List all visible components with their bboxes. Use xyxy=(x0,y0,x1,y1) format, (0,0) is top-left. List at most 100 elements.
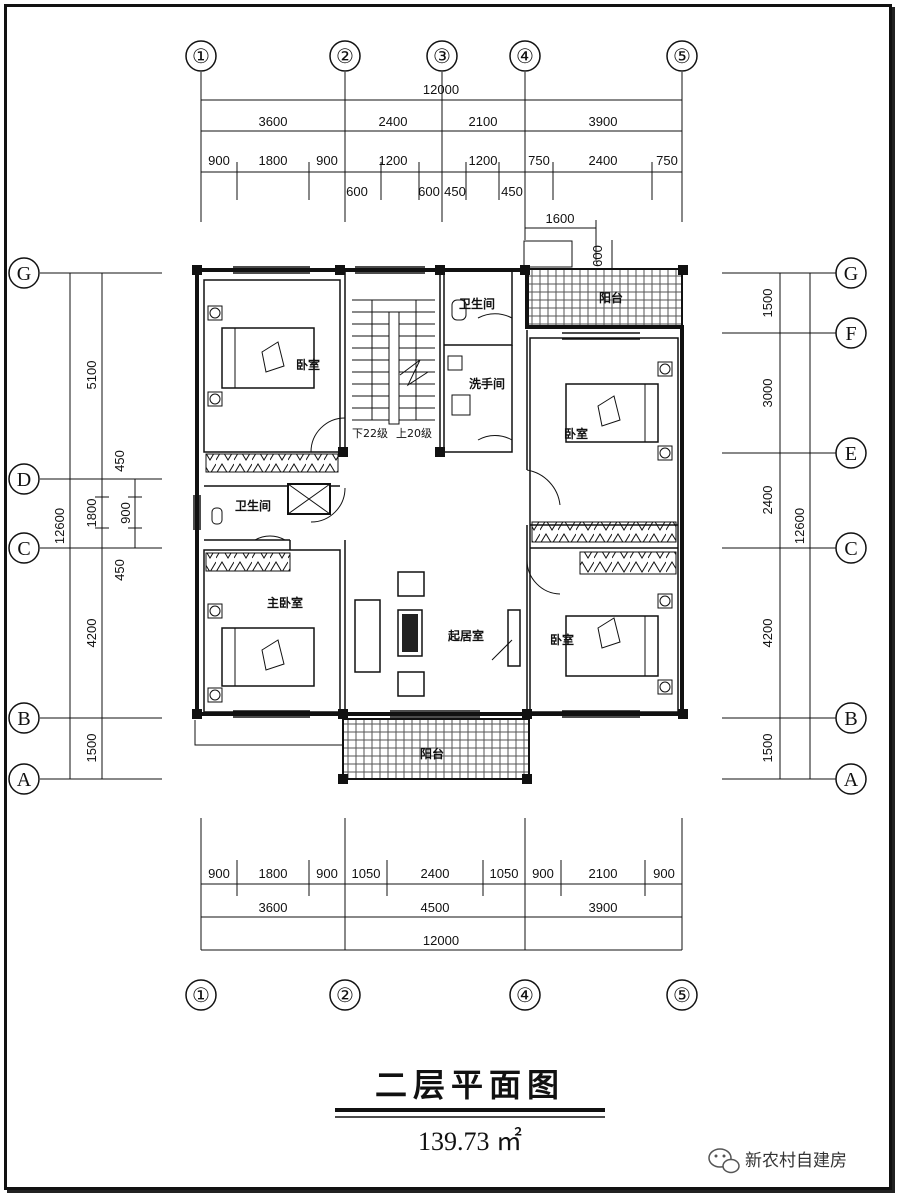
building-plan: 卧室 卫生间 洗手间 阳台 卧室 卫生间 主卧室 起居室 卧室 阳台 下22级 … xyxy=(192,240,688,784)
room-balcony-ne: 阳台 xyxy=(599,290,623,305)
axis-right-B: B xyxy=(844,708,857,730)
svg-text:450: 450 xyxy=(112,450,127,472)
svg-text:3900: 3900 xyxy=(589,114,618,129)
svg-text:900: 900 xyxy=(316,866,338,881)
plan-title: 二层平面图 xyxy=(375,1066,565,1104)
watermark: 新农村自建房 xyxy=(708,1148,847,1174)
room-bath-w: 卫生间 xyxy=(235,498,271,513)
svg-text:4500: 4500 xyxy=(421,900,450,915)
wechat-icon xyxy=(708,1148,740,1174)
svg-text:3600: 3600 xyxy=(259,900,288,915)
svg-text:4200: 4200 xyxy=(84,619,99,648)
balcony-ne xyxy=(526,268,683,328)
svg-text:1200: 1200 xyxy=(379,153,408,168)
svg-text:900: 900 xyxy=(208,866,230,881)
stair-up-label: 上20级 xyxy=(396,427,432,440)
svg-text:750: 750 xyxy=(656,153,678,168)
axis-right-G: G xyxy=(844,263,858,285)
axis-top-5: ⑤ xyxy=(673,46,691,68)
svg-text:1800: 1800 xyxy=(84,499,99,528)
svg-text:600: 600 xyxy=(590,245,605,267)
axis-top-3: ③ xyxy=(433,46,451,68)
svg-text:1800: 1800 xyxy=(259,866,288,881)
svg-text:600: 600 xyxy=(418,184,440,199)
bottom-axis-bubbles: ① ② ④ ⑤ xyxy=(185,979,698,1011)
svg-text:1600: 1600 xyxy=(546,211,575,226)
stair-down-label: 下22级 xyxy=(352,427,388,440)
room-bedroom-se: 卧室 xyxy=(550,632,574,647)
axis-bottom-5: ⑤ xyxy=(673,985,691,1007)
svg-text:2100: 2100 xyxy=(469,114,498,129)
svg-text:900: 900 xyxy=(532,866,554,881)
svg-text:2400: 2400 xyxy=(421,866,450,881)
left-dimensions: 5100 12600 4200 1500 450 1800 450 900 xyxy=(40,272,162,780)
bed-nw xyxy=(207,305,315,407)
room-bedroom-ne: 卧室 xyxy=(564,426,588,441)
room-balcony-s: 阳台 xyxy=(420,746,444,761)
axis-bottom-1: ① xyxy=(192,985,210,1007)
svg-text:3000: 3000 xyxy=(760,379,775,408)
axis-bottom-2: ② xyxy=(336,985,354,1007)
axis-bottom-4: ④ xyxy=(516,985,534,1007)
bottom-dimensions: 900 1800 900 1050 2400 1050 900 2100 900… xyxy=(200,818,683,951)
top-axis-bubbles: ① ② ③ ④ ⑤ xyxy=(185,40,698,72)
axis-left-A: A xyxy=(17,769,32,791)
room-wash: 洗手间 xyxy=(469,376,505,391)
svg-text:3600: 3600 xyxy=(259,114,288,129)
axis-left-D: D xyxy=(17,469,31,491)
svg-text:12600: 12600 xyxy=(792,508,807,544)
svg-text:750: 750 xyxy=(528,153,550,168)
svg-text:1500: 1500 xyxy=(84,734,99,763)
title-block: 二层平面图 139.73 ㎡ xyxy=(335,1066,605,1156)
dim-top-total: 12000 xyxy=(423,82,459,97)
stair xyxy=(352,299,435,425)
svg-text:900: 900 xyxy=(208,153,230,168)
axis-top-4: ④ xyxy=(516,46,534,68)
svg-text:450: 450 xyxy=(112,559,127,581)
svg-text:1500: 1500 xyxy=(760,734,775,763)
svg-text:900: 900 xyxy=(316,153,338,168)
axis-left-G: G xyxy=(17,263,31,285)
room-master-bedroom: 主卧室 xyxy=(267,595,303,610)
svg-text:900: 900 xyxy=(653,866,675,881)
right-axis-bubbles: G F E C B A xyxy=(835,257,867,795)
bed-ne xyxy=(565,361,673,461)
svg-text:900: 900 xyxy=(118,502,133,524)
svg-text:2400: 2400 xyxy=(589,153,618,168)
svg-text:5100: 5100 xyxy=(84,361,99,390)
svg-text:450: 450 xyxy=(501,184,523,199)
floor-area: 139.73 ㎡ xyxy=(418,1127,522,1156)
svg-text:12600: 12600 xyxy=(52,508,67,544)
drawing-frame xyxy=(4,4,892,1190)
axis-right-E: E xyxy=(845,443,857,465)
balcony-s xyxy=(342,718,530,780)
svg-text:450: 450 xyxy=(444,184,466,199)
axis-right-C: C xyxy=(844,538,857,560)
svg-text:1500: 1500 xyxy=(760,289,775,318)
svg-text:1050: 1050 xyxy=(352,866,381,881)
svg-text:12000: 12000 xyxy=(423,933,459,948)
svg-text:4200: 4200 xyxy=(760,619,775,648)
svg-text:2400: 2400 xyxy=(760,486,775,515)
room-bath-n: 卫生间 xyxy=(459,296,495,311)
bed-master xyxy=(207,603,315,703)
svg-text:3900: 3900 xyxy=(589,900,618,915)
axis-left-B: B xyxy=(17,708,30,730)
bed-se xyxy=(565,593,673,695)
axis-right-F: F xyxy=(845,323,856,345)
svg-text:2400: 2400 xyxy=(379,114,408,129)
axis-top-2: ② xyxy=(336,46,354,68)
axis-left-C: C xyxy=(17,538,30,560)
svg-text:1800: 1800 xyxy=(259,153,288,168)
svg-text:2100: 2100 xyxy=(589,866,618,881)
top-dimensions: 12000 3600 2400 2100 3900 900 1800 900 1… xyxy=(200,72,683,268)
svg-text:1200: 1200 xyxy=(469,153,498,168)
right-dimensions: 1500 3000 2400 4200 1500 12600 xyxy=(722,272,836,780)
room-bedroom-nw: 卧室 xyxy=(296,357,320,372)
room-living: 起居室 xyxy=(447,628,484,643)
axis-top-1: ① xyxy=(192,46,210,68)
svg-text:1050: 1050 xyxy=(490,866,519,881)
watermark-text: 新农村自建房 xyxy=(745,1151,847,1171)
axis-right-A: A xyxy=(844,769,859,791)
